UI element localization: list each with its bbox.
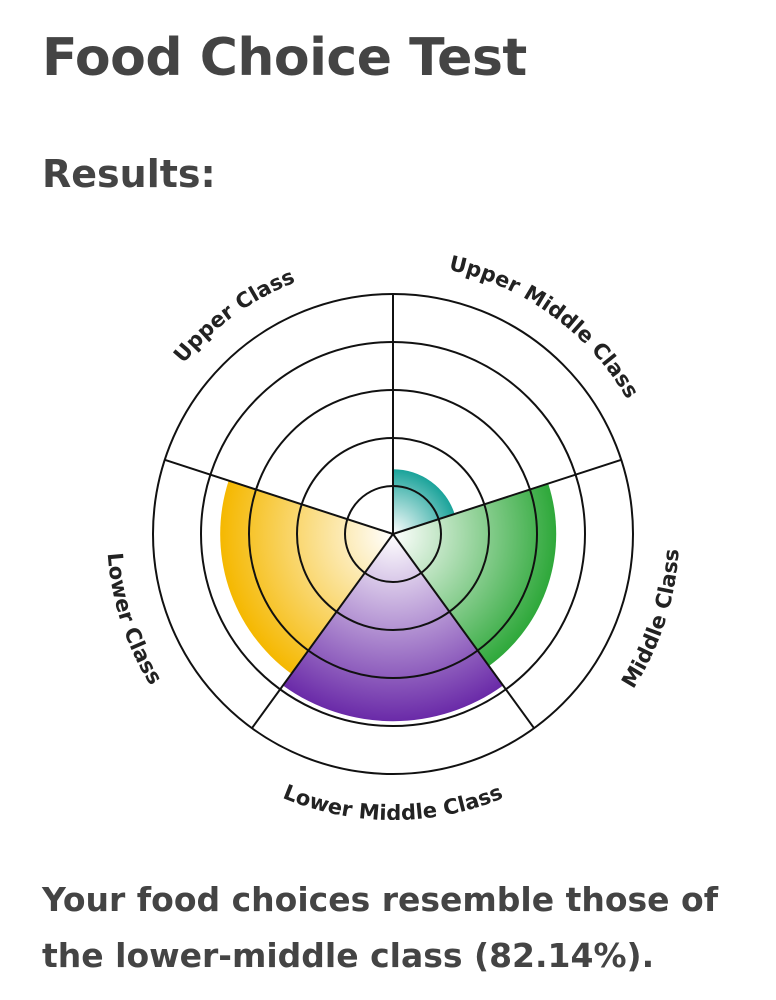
- spoke-3: [392, 533, 535, 729]
- result-summary: Your food choices resemble those of the …: [42, 880, 719, 975]
- spoke-4: [251, 533, 394, 729]
- label-lower-class: Lower Class: [103, 552, 167, 689]
- page-title: Food Choice Test: [42, 28, 527, 88]
- spoke-5: [164, 458, 394, 535]
- label-upper-middle-class: Upper Middle Class: [447, 251, 643, 402]
- label-upper-class: Upper Class: [169, 264, 298, 367]
- label-middle-class: Middle Class: [617, 548, 684, 692]
- spoke-2: [392, 458, 622, 535]
- results-heading: Results:: [42, 152, 216, 196]
- label-lower-middle-class: Lower Middle Class: [280, 780, 506, 820]
- wedge-middle-class: [393, 483, 557, 667]
- wedge-lower-middle-class: [282, 534, 504, 722]
